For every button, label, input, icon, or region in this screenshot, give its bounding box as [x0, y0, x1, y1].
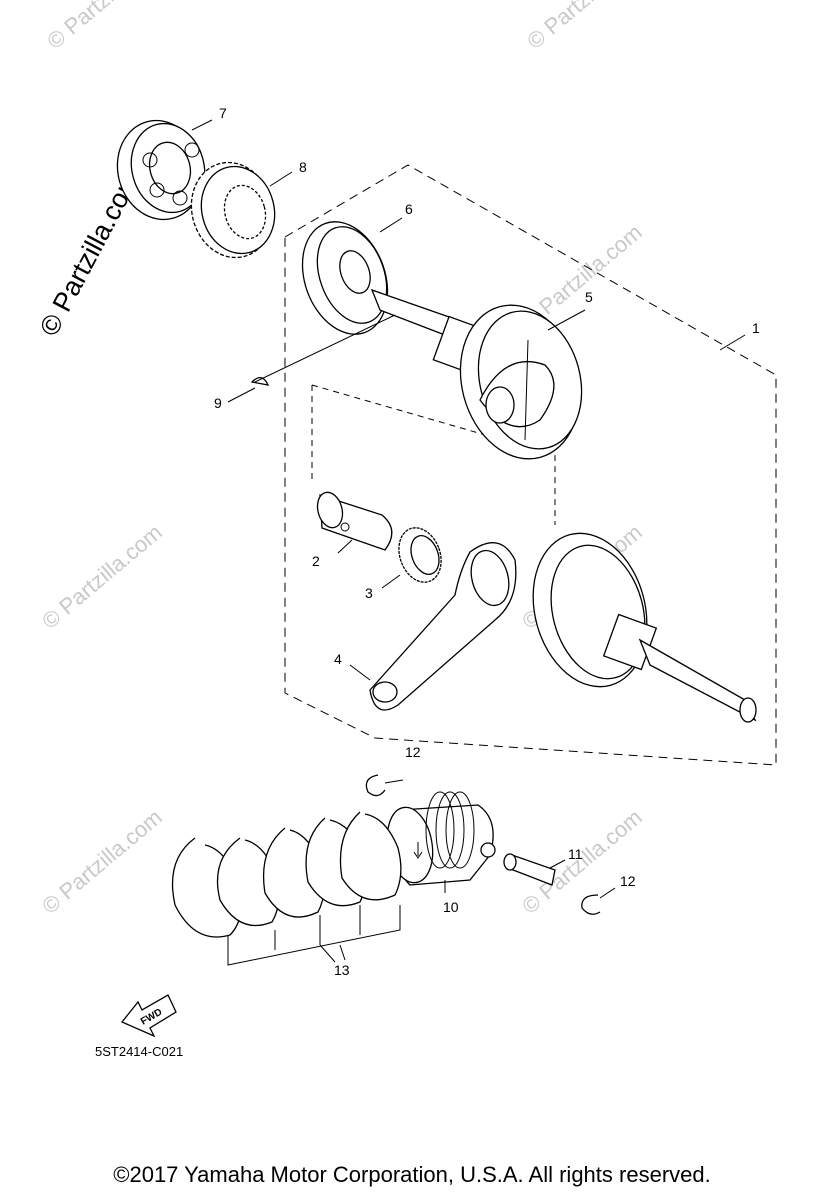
- callout-9: 9: [214, 395, 222, 411]
- bearing-part-7: [116, 119, 206, 221]
- fwd-arrow: FWD: [120, 994, 177, 1038]
- inner-assembly-outline: [311, 384, 556, 525]
- crank-pin-part-2: [316, 491, 393, 551]
- callout-12-lower: 12: [620, 873, 636, 889]
- callout-labels: 1 2 3 4 5 6 7 8 9 10 11 12 12 13: [214, 105, 760, 978]
- callout-13: 13: [334, 962, 350, 978]
- watermark-top-left: © Partzilla.com: [42, 0, 172, 54]
- needle-bearing-part-3: [398, 527, 442, 583]
- watermark-low-left: © Partzilla.com: [37, 804, 167, 918]
- parts-diagram: © Partzilla.com © Partzilla.com © Partzi…: [34, 0, 777, 1059]
- clip-part-12-upper: [365, 774, 386, 797]
- piston-rings-part-13: [171, 811, 402, 966]
- crank-half-output: [532, 532, 757, 723]
- crankshaft-assembly-outline: [284, 164, 777, 766]
- washer-part-6: [301, 221, 389, 335]
- leader-lines: [191, 119, 746, 961]
- copyright-notice: ©2017 Yamaha Motor Corporation, U.S.A. A…: [113, 1162, 711, 1187]
- callout-8: 8: [299, 159, 307, 175]
- callout-7: 7: [219, 105, 227, 121]
- crank-half-part-5: [370, 288, 583, 460]
- piston-pin-part-11: [503, 853, 556, 886]
- callout-2: 2: [312, 553, 320, 569]
- callout-5: 5: [585, 289, 593, 305]
- gear-part-8: [190, 161, 276, 259]
- callout-12-upper: 12: [405, 744, 421, 760]
- callout-3: 3: [365, 585, 373, 601]
- watermark-mid-left: © Partzilla.com: [37, 519, 167, 633]
- callout-10: 10: [443, 899, 459, 915]
- callout-11: 11: [568, 846, 583, 862]
- watermark-top-right: © Partzilla.com: [522, 0, 652, 54]
- connecting-rod-part-4: [369, 542, 517, 711]
- piston-part-10: [386, 791, 496, 886]
- key-part-9: [250, 377, 270, 386]
- callout-6: 6: [405, 201, 413, 217]
- clip-part-12-lower: [581, 894, 601, 915]
- diagram-code: 5ST2414-C021: [95, 1044, 183, 1059]
- callout-4: 4: [334, 651, 342, 667]
- callout-1: 1: [752, 320, 760, 336]
